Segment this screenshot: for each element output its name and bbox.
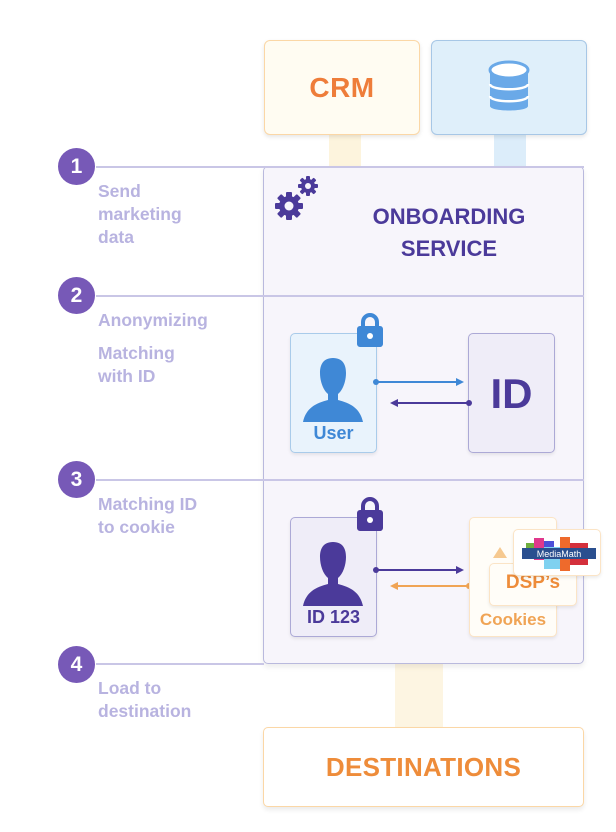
step-2-text: Anonymizing Matching with ID	[98, 309, 208, 388]
user-silhouette-icon	[303, 358, 363, 422]
step-1-badge: 1	[58, 148, 95, 185]
step-1-line: Send	[98, 181, 141, 201]
step-2-badge: 2	[58, 277, 95, 314]
lock-icon-purple	[357, 497, 383, 531]
step-2-line: Matching	[98, 343, 175, 363]
user-label: User	[313, 423, 354, 443]
onboarding-title-line2: SERVICE	[400, 236, 498, 261]
crm-label: CRM	[309, 71, 375, 103]
step-3-divider	[96, 479, 584, 481]
step-2-divider	[96, 295, 584, 297]
step-3-text: Matching ID to cookie	[98, 493, 197, 539]
step-1-line: data	[98, 227, 134, 247]
step-3-line: to cookie	[98, 517, 175, 537]
step-4-text: Load to destination	[98, 677, 191, 723]
step-4-badge: 4	[58, 646, 95, 683]
crm-connector	[329, 135, 361, 167]
onboarding-title: ONBOARDING SERVICE	[324, 201, 574, 265]
user-card: User	[290, 333, 377, 453]
id-123-label: ID 123	[306, 607, 361, 627]
anonymize-arrows	[373, 378, 472, 407]
destination-connector	[395, 664, 443, 728]
database-box	[431, 40, 587, 135]
id-label: ID	[490, 370, 533, 417]
step-4-line: destination	[98, 701, 192, 721]
step-1-text: Send marketing data	[98, 180, 182, 249]
cookie-match-arrows	[373, 566, 472, 590]
dsp-label: DSP’s	[505, 572, 561, 593]
step-3-badge: 3	[58, 461, 95, 498]
step-1-line: marketing	[98, 204, 182, 224]
database-connector	[494, 135, 526, 167]
mediamath-logo-card: MediaMath	[513, 529, 601, 576]
id-card: ID	[468, 333, 555, 453]
database-icon	[488, 60, 530, 110]
step-2-line: with ID	[98, 366, 156, 386]
step-4-divider	[96, 663, 264, 665]
destinations-box: DESTINATIONS	[263, 727, 584, 807]
gears-icon	[275, 176, 318, 220]
crm-box: CRM	[264, 40, 420, 135]
step-4-line: Load to	[98, 678, 162, 698]
lock-icon-blue	[357, 313, 383, 347]
mediamath-logo: MediaMath	[522, 537, 596, 571]
step-2-line: Anonymizing	[98, 310, 208, 330]
id-123-card: ID 123	[290, 517, 377, 637]
step-3-line: Matching ID	[98, 494, 198, 514]
user-silhouette-icon	[303, 542, 363, 606]
triangle-icon	[493, 547, 507, 558]
mediamath-logo-text: MediaMath	[537, 549, 582, 559]
destinations-label: DESTINATIONS	[325, 751, 522, 782]
onboarding-title-line1: ONBOARDING	[372, 204, 526, 229]
step-1-divider	[96, 166, 584, 168]
cookies-label: Cookies	[479, 610, 547, 629]
